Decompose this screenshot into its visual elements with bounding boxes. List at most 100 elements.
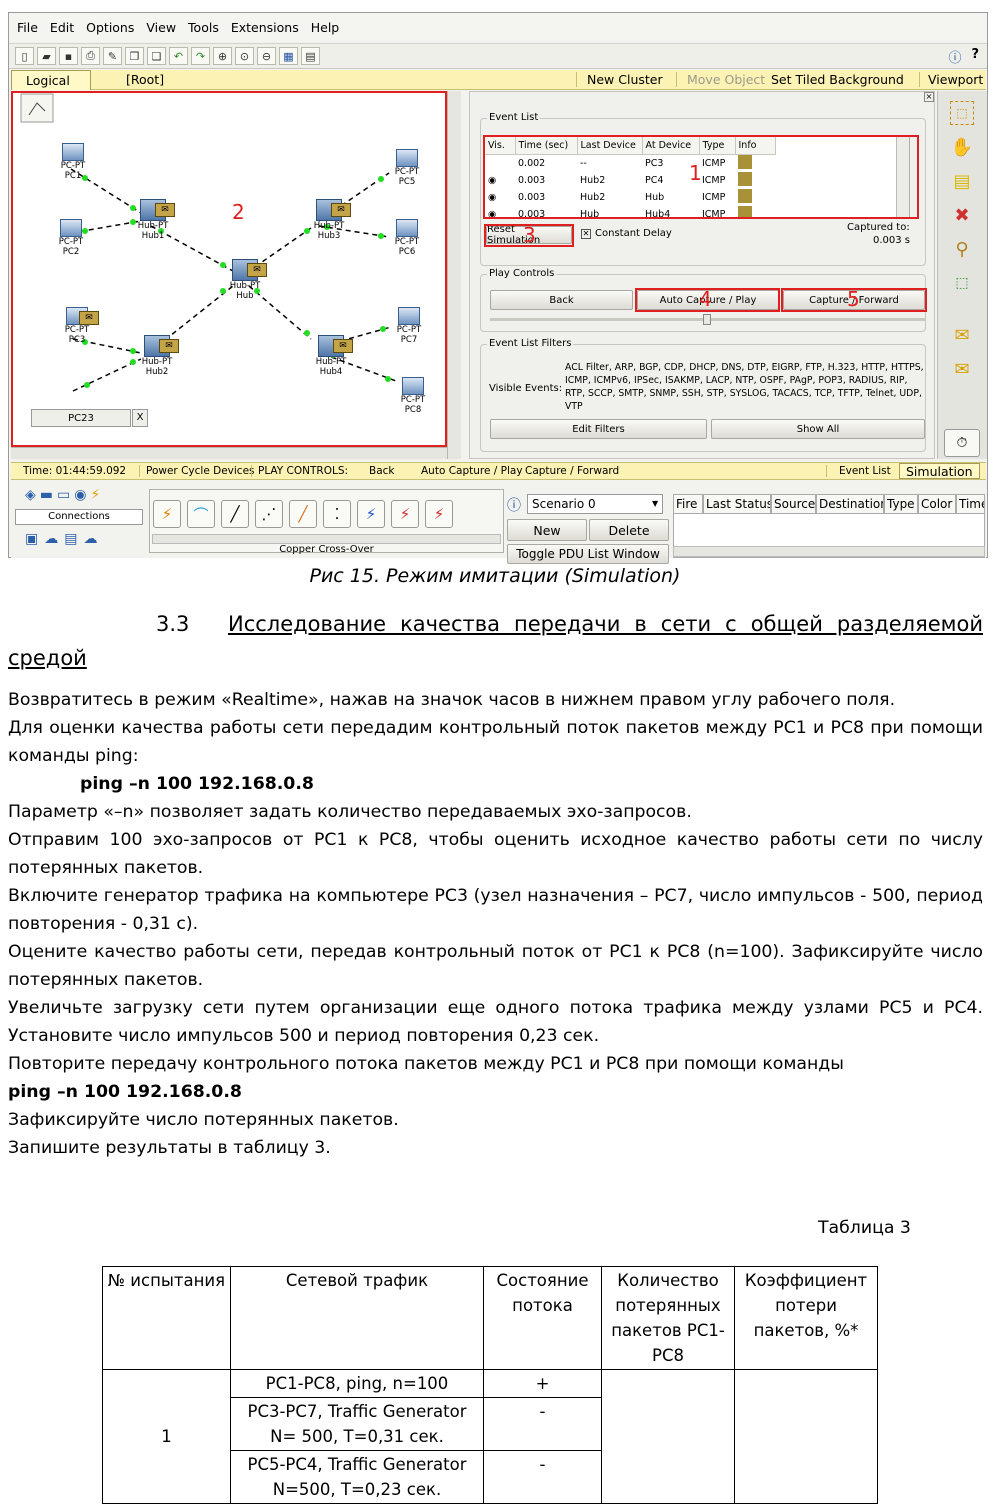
event-row[interactable]: ◉ 0.003 Hub2 Hub ICMP — [485, 188, 775, 206]
toggle-pdu-list-button[interactable]: Toggle PDU List Window — [507, 544, 669, 564]
chevron-down-icon[interactable]: ▼ — [652, 499, 659, 508]
pdu-col-fire[interactable]: Fire — [673, 494, 703, 514]
straight-through-cable-icon[interactable]: ╱ — [221, 500, 249, 528]
custom-category-icon[interactable]: ▤ — [64, 531, 78, 547]
multiuser-category-icon[interactable]: ☁ — [83, 531, 98, 547]
resize-shape-icon[interactable]: ⬚ — [955, 275, 969, 291]
add-simple-pdu-icon[interactable]: ✉ — [954, 324, 970, 346]
coaxial-cable-icon[interactable]: ⚡ — [357, 500, 385, 528]
pdu-col-time[interactable]: Time — [956, 494, 985, 514]
col-type[interactable]: Type — [699, 137, 736, 155]
event-list-scrollbar[interactable] — [896, 137, 909, 217]
tooltip-close-button[interactable]: X — [132, 409, 148, 427]
status-back-button[interactable]: Back — [369, 465, 395, 477]
event-list-toggle[interactable]: Event List — [826, 465, 891, 477]
paste-icon[interactable]: ❏ — [147, 47, 166, 65]
reset-simulation-button[interactable]: Reset Simulation — [486, 224, 572, 246]
move-hand-icon[interactable]: ✋ — [950, 136, 974, 158]
add-complex-pdu-icon[interactable]: ✉ — [954, 358, 970, 380]
status-capture-forward-button[interactable]: Capture / Forward — [525, 465, 620, 477]
switch-category-icon[interactable]: ▬ — [39, 487, 54, 503]
scenario-info-icon[interactable]: ⓘ — [507, 498, 521, 514]
workspace-horizontal-scrollbar[interactable] — [11, 447, 447, 459]
pdu-envelope-icon[interactable]: ✉ — [333, 339, 353, 353]
hub-category-icon[interactable]: ▭ — [57, 487, 71, 503]
info-swatch[interactable] — [738, 154, 752, 169]
root-breadcrumb[interactable]: [Root] — [126, 72, 165, 87]
col-info[interactable]: Info — [735, 137, 776, 155]
menu-file[interactable]: File — [17, 19, 38, 35]
menu-tools[interactable]: Tools — [188, 19, 219, 35]
save-icon[interactable]: ▪ — [59, 47, 78, 65]
col-at-device[interactable]: At Device — [642, 137, 700, 155]
info-icon[interactable]: ⓘ — [948, 51, 962, 66]
constant-delay-checkbox[interactable]: ✕ — [581, 229, 591, 239]
note-icon[interactable]: ▤ — [953, 170, 971, 192]
zoom-reset-icon[interactable]: ⊙ — [235, 47, 254, 65]
pdu-col-color[interactable]: Color — [918, 494, 956, 514]
menu-extensions[interactable]: Extensions — [230, 19, 299, 35]
pdu-col-last-status[interactable]: Last Status — [703, 494, 771, 514]
zoom-out-icon[interactable]: ⊖ — [257, 47, 276, 65]
back-button[interactable]: Back — [490, 290, 633, 310]
col-vis[interactable]: Vis. — [485, 137, 516, 155]
pdu-envelope-icon[interactable]: ✉ — [155, 203, 175, 217]
pdu-col-type[interactable]: Type — [884, 494, 918, 514]
workspace-vertical-scrollbar[interactable] — [447, 91, 461, 459]
menu-edit[interactable]: Edit — [49, 19, 75, 35]
delete-scenario-button[interactable]: Delete — [589, 519, 669, 541]
scenario-select[interactable]: Scenario 0 — [527, 494, 663, 514]
edit-filters-button[interactable]: Edit Filters — [490, 419, 707, 439]
wan-category-icon[interactable]: ☁ — [44, 531, 59, 547]
pdu-envelope-icon[interactable]: ✉ — [159, 339, 179, 353]
col-last-device[interactable]: Last Device — [577, 137, 643, 155]
copy-icon[interactable]: ❐ — [125, 47, 144, 65]
palette-icon[interactable]: ▦ — [279, 47, 298, 65]
viewport-button[interactable]: Viewport — [919, 72, 983, 87]
menu-options[interactable]: Options — [86, 19, 135, 35]
console-cable-icon[interactable]: ⌒ — [187, 500, 215, 528]
serial-dce-cable-icon[interactable]: ⚡ — [391, 500, 419, 528]
wizard-icon[interactable]: ✎ — [103, 47, 122, 65]
event-list-table[interactable]: Vis. Time (sec) Last Device At Device Ty… — [484, 136, 910, 218]
cross-over-cable-icon[interactable]: ⋰ — [255, 500, 283, 528]
info-swatch[interactable] — [738, 188, 752, 203]
new-cluster-button[interactable]: New Cluster — [576, 72, 663, 87]
speed-slider-thumb[interactable] — [703, 314, 711, 325]
event-row[interactable]: ◉ 0.003 Hub2 PC4 ICMP — [485, 171, 775, 189]
undo-icon[interactable]: ↶ — [169, 47, 188, 65]
help-icon[interactable]: ? — [971, 47, 979, 62]
connections-category-icon[interactable]: ⚡ — [90, 487, 101, 503]
power-cycle-button[interactable]: Power Cycle Devices — [139, 465, 255, 477]
info-swatch[interactable] — [738, 171, 752, 186]
redo-icon[interactable]: ↷ — [191, 47, 210, 65]
col-time[interactable]: Time (sec) — [515, 137, 578, 155]
event-row[interactable]: 0.002 -- PC3 ICMP — [485, 154, 775, 172]
capture-forward-button[interactable]: Capture / Forward — [783, 290, 925, 310]
cable-palette-scrollbar[interactable] — [152, 534, 501, 544]
select-icon[interactable]: ⬚ — [950, 101, 974, 125]
menu-help[interactable]: Help — [310, 19, 340, 35]
router-category-icon[interactable]: ◈ — [25, 487, 36, 503]
inspect-icon[interactable]: ⚲ — [955, 238, 969, 260]
phone-cable-icon[interactable]: ⁚ — [323, 500, 351, 528]
zoom-in-icon[interactable]: ⊕ — [213, 47, 232, 65]
print-icon[interactable]: ⎙ — [81, 47, 100, 65]
delete-icon[interactable]: ✖ — [954, 204, 970, 226]
open-file-icon[interactable]: ▰ — [37, 47, 56, 65]
pdu-envelope-icon[interactable]: ✉ — [247, 263, 267, 277]
show-all-button[interactable]: Show All — [711, 419, 925, 439]
simulation-tab[interactable]: Simulation — [899, 463, 980, 479]
set-tiled-background-button[interactable]: Set Tiled Background — [771, 72, 904, 87]
